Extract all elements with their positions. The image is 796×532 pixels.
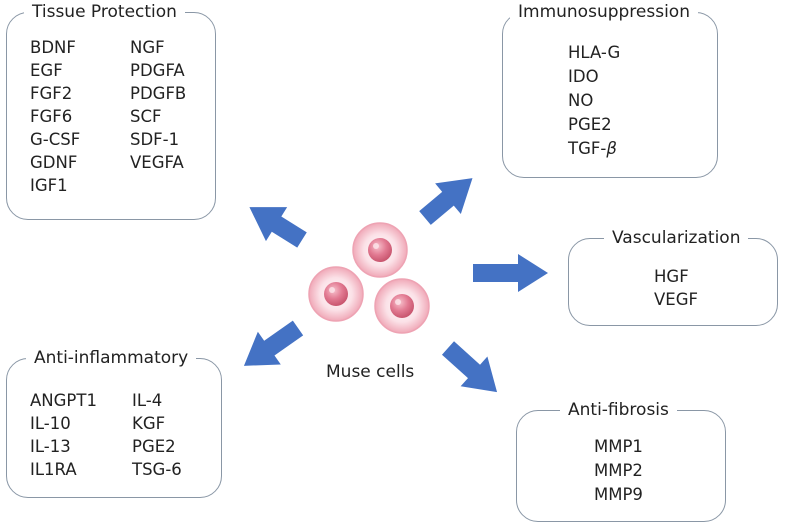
anti-inflammatory-item: ANGPT1 — [30, 391, 97, 410]
immunosuppression-item: PGE2 — [568, 115, 612, 134]
tissue-protection-item: FGF2 — [30, 84, 73, 103]
arrow-to-anti-fibrosis — [441, 341, 498, 393]
immunosuppression-box — [502, 12, 718, 178]
anti-fibrosis-box — [516, 410, 726, 522]
tissue-protection-item: NGF — [130, 38, 165, 57]
arrow-to-vascularization — [473, 254, 548, 292]
vascularization-title: Vascularization — [604, 228, 749, 248]
tissue-protection-item: EGF — [30, 61, 63, 80]
immunosuppression-item: IDO — [568, 67, 599, 86]
anti-fibrosis-title: Anti-fibrosis — [560, 400, 677, 420]
anti-inflammatory-item: KGF — [132, 414, 166, 433]
muse-cells-label: Muse cells — [326, 362, 415, 382]
anti-inflammatory-item: IL-4 — [132, 391, 163, 410]
immunosuppression-item-tgf-beta: TGF-β — [568, 138, 617, 160]
immunosuppression-item: NO — [568, 91, 594, 110]
tissue-protection-item: BDNF — [30, 38, 76, 57]
tissue-protection-item: SCF — [130, 107, 162, 126]
immunosuppression-item: HLA-G — [568, 43, 621, 62]
anti-inflammatory-title: Anti-inflammatory — [26, 348, 197, 368]
cell-right — [374, 278, 430, 334]
immunosuppression-title: Immunosuppression — [510, 2, 698, 22]
tissue-protection-item: SDF-1 — [130, 130, 180, 149]
arrow-to-anti-inflammatory — [243, 320, 304, 366]
arrow-to-immunosuppression — [419, 178, 473, 225]
anti-fibrosis-item: MMP9 — [594, 485, 643, 504]
anti-fibrosis-item: MMP1 — [594, 437, 643, 456]
anti-inflammatory-item: IL-10 — [30, 414, 71, 433]
anti-fibrosis-item: MMP2 — [594, 461, 643, 480]
tissue-protection-item: PDGFB — [130, 84, 187, 103]
vascularization-box — [568, 238, 778, 326]
tissue-protection-item: FGF6 — [30, 107, 73, 126]
anti-inflammatory-item: TSG-6 — [132, 460, 182, 479]
cell-top — [352, 222, 408, 278]
tissue-protection-item: G-CSF — [30, 130, 81, 149]
tissue-protection-item: PDGFA — [130, 61, 185, 80]
vascularization-item: HGF — [654, 267, 689, 286]
anti-inflammatory-item: IL1RA — [30, 460, 77, 479]
cell-left — [308, 266, 364, 322]
tgf-prefix: TGF- — [568, 139, 607, 158]
anti-inflammatory-box — [6, 358, 222, 498]
beta-symbol: β — [606, 139, 617, 158]
anti-inflammatory-item: PGE2 — [132, 437, 176, 456]
tissue-protection-title: Tissue Protection — [24, 2, 185, 22]
anti-inflammatory-item: IL-13 — [30, 437, 71, 456]
tissue-protection-box — [6, 12, 216, 220]
arrow-to-tissue-protection — [249, 207, 307, 248]
tissue-protection-item: VEGFA — [130, 153, 184, 172]
tissue-protection-item: IGF1 — [30, 176, 68, 195]
tissue-protection-item: GDNF — [30, 153, 78, 172]
vascularization-item: VEGF — [654, 290, 698, 309]
